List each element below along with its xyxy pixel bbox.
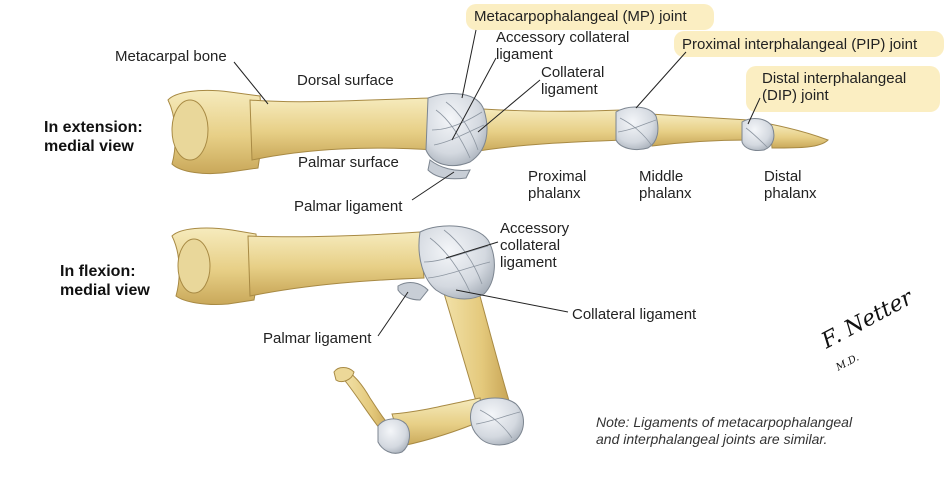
label-pip-joint: Proximal interphalangeal (PIP) joint	[682, 36, 918, 53]
pip-joint-highlight	[674, 31, 944, 57]
label-dip-joint: Distal interphalangeal (DIP) joint	[762, 70, 907, 104]
dip-joint-ligament-extension	[741, 118, 775, 151]
dip-joint-highlight	[746, 66, 940, 112]
label-metacarpal-bone: Metacarpal bone	[115, 48, 227, 65]
label-palmar-surface: Palmar surface	[298, 154, 399, 171]
dip-joint-ligament-flexion	[377, 418, 410, 454]
label-middle-phalanx: Middle phalanx	[639, 168, 692, 202]
palmar-ligament-flexion	[397, 282, 429, 301]
heading-extension: In extension: medial view	[44, 119, 143, 155]
mp-joint-highlight	[466, 4, 714, 30]
distal-phalanx-tip-flexion	[333, 367, 355, 383]
label-accessory-collateral-top: Accessory collateral ligament	[496, 29, 630, 63]
metacarpal-shaft-flexion	[247, 231, 425, 297]
label-collateral-top: Collateral ligament	[541, 64, 605, 98]
pip-joint-ligament-extension	[615, 106, 659, 151]
proximal-phalanx-extension	[469, 107, 625, 153]
label-dorsal-surface: Dorsal surface	[297, 72, 394, 89]
middle-phalanx-extension	[649, 113, 749, 147]
label-distal-phalanx: Distal phalanx	[764, 168, 817, 202]
label-mp-joint: Metacarpophalangeal (MP) joint	[474, 8, 687, 25]
metacarpal-shaft-extension	[249, 97, 437, 161]
label-palmar-ligament-top: Palmar ligament	[294, 198, 403, 215]
distal-phalanx-extension	[769, 123, 829, 149]
note-text: Note: Ligaments of metacarpophalangeal a…	[596, 414, 853, 447]
label-proximal-phalanx: Proximal phalanx	[528, 168, 587, 202]
label-collateral-bottom: Collateral ligament	[572, 306, 697, 323]
proximal-phalanx-flexion	[439, 279, 511, 409]
mp-joint-ligament-flexion	[418, 225, 495, 300]
label-palmar-ligament-bottom: Palmar ligament	[263, 330, 372, 347]
leader-lines	[233, 29, 761, 337]
metacarpal-base-face	[171, 99, 209, 161]
metacarpal-base-face-flexion	[177, 238, 211, 294]
mp-joint-ligament-extension	[425, 93, 488, 166]
middle-phalanx-flexion	[391, 397, 485, 447]
label-accessory-collateral-bottom: Accessory collateral ligament	[500, 220, 570, 271]
heading-flexion: In flexion: medial view	[60, 263, 150, 299]
palmar-ligament-extension	[427, 159, 471, 180]
